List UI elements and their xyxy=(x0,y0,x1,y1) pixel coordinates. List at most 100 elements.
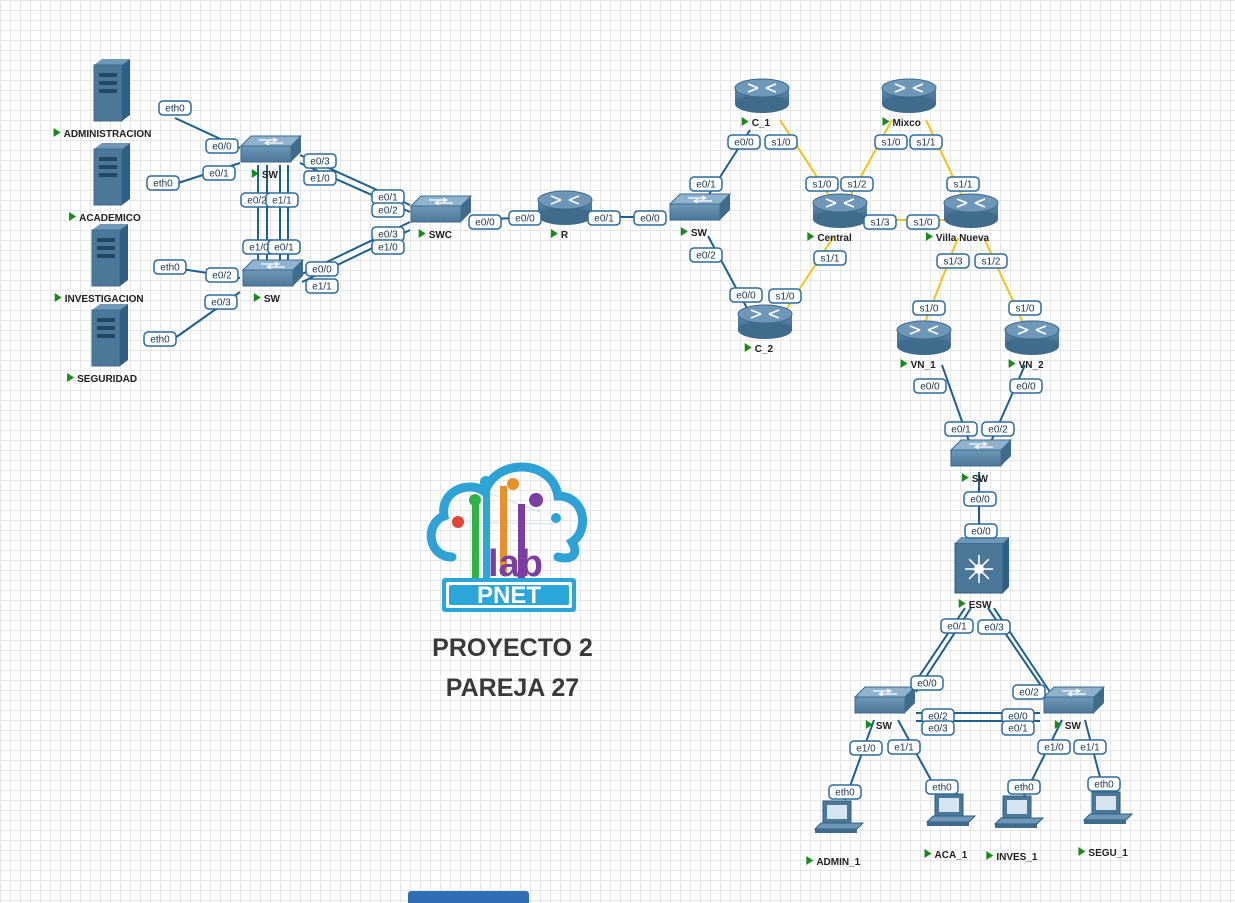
node-srv_acad[interactable]: ACADEMICO xyxy=(69,143,141,224)
interface-label[interactable]: e0/1 xyxy=(940,618,974,634)
interface-label[interactable]: e0/2 xyxy=(371,202,405,218)
node-r[interactable]: R xyxy=(537,190,593,241)
start-icon[interactable] xyxy=(806,856,814,865)
interface-label[interactable]: e0/0 xyxy=(633,210,667,226)
start-icon[interactable] xyxy=(865,720,873,729)
interface-label[interactable]: e0/3 xyxy=(921,720,955,736)
node-sw4[interactable]: SW xyxy=(949,439,1013,485)
interface-label[interactable]: s1/0 xyxy=(768,288,802,304)
interface-label[interactable]: e1/1 xyxy=(305,278,339,294)
interface-label[interactable]: s1/1 xyxy=(946,176,980,192)
interface-label[interactable]: e1/0 xyxy=(303,170,337,186)
start-icon[interactable] xyxy=(900,359,908,368)
interface-label[interactable]: e0/0 xyxy=(913,378,947,394)
interface-label[interactable]: s1/3 xyxy=(863,214,897,230)
interface-label[interactable]: e0/0 xyxy=(468,214,502,230)
interface-label[interactable]: eth0 xyxy=(158,100,192,116)
start-icon[interactable] xyxy=(807,232,815,241)
start-icon[interactable] xyxy=(882,117,890,126)
start-icon[interactable] xyxy=(958,599,966,608)
node-srv_seg[interactable]: SEGURIDAD xyxy=(67,304,137,385)
start-icon[interactable] xyxy=(1008,359,1016,368)
interface-label[interactable]: e0/0 xyxy=(508,210,542,226)
interface-label[interactable]: e0/0 xyxy=(305,261,339,277)
interface-label[interactable]: e0/0 xyxy=(964,523,998,539)
interface-label[interactable]: e0/2 xyxy=(205,267,239,283)
node-vn1[interactable]: VN_1 xyxy=(896,320,952,371)
node-esw[interactable]: ESW xyxy=(954,537,1009,611)
node-mixco[interactable]: Mixco xyxy=(881,78,937,129)
start-icon[interactable] xyxy=(251,169,259,178)
interface-label[interactable]: e0/0 xyxy=(729,287,763,303)
node-srv_admin[interactable]: ADMINISTRACION xyxy=(53,59,152,140)
interface-label[interactable]: eth0 xyxy=(828,784,862,800)
start-icon[interactable] xyxy=(69,212,77,221)
node-sw3[interactable]: SW xyxy=(668,193,732,239)
interface-label[interactable]: eth0 xyxy=(153,259,187,275)
node-sw6[interactable]: SW xyxy=(1042,686,1106,732)
start-icon[interactable] xyxy=(53,128,61,137)
start-icon[interactable] xyxy=(550,229,558,238)
node-vnueva[interactable]: Villa Nueva xyxy=(925,193,999,244)
interface-label[interactable]: e0/0 xyxy=(727,134,761,150)
node-swc[interactable]: SWC xyxy=(409,195,473,241)
start-icon[interactable] xyxy=(680,227,688,236)
interface-label[interactable]: s1/0 xyxy=(874,134,908,150)
interface-label[interactable]: eth0 xyxy=(1007,779,1041,795)
start-icon[interactable] xyxy=(925,232,933,241)
interface-label[interactable]: s1/0 xyxy=(1008,300,1042,316)
interface-label[interactable]: s1/2 xyxy=(974,253,1008,269)
start-icon[interactable] xyxy=(744,343,752,352)
interface-label[interactable]: e0/0 xyxy=(1009,378,1043,394)
start-icon[interactable] xyxy=(54,293,62,302)
interface-label[interactable]: e1/0 xyxy=(1037,739,1071,755)
interface-label[interactable]: s1/1 xyxy=(909,134,943,150)
node-sw5[interactable]: SW xyxy=(853,686,917,732)
interface-label[interactable]: s1/0 xyxy=(764,134,798,150)
interface-label[interactable]: e0/2 xyxy=(1012,684,1046,700)
start-icon[interactable] xyxy=(67,373,75,382)
node-central[interactable]: Central xyxy=(807,193,868,244)
interface-label[interactable]: s1/3 xyxy=(936,253,970,269)
interface-label[interactable]: e0/1 xyxy=(944,421,978,437)
interface-label[interactable]: e1/0 xyxy=(371,239,405,255)
interface-label[interactable]: eth0 xyxy=(146,175,180,191)
interface-label[interactable]: e0/1 xyxy=(267,239,301,255)
node-c1[interactable]: C_1 xyxy=(734,78,790,129)
node-sw1[interactable]: SW xyxy=(239,135,303,181)
interface-label[interactable]: e0/1 xyxy=(1001,720,1035,736)
start-icon[interactable] xyxy=(1054,720,1062,729)
interface-label[interactable]: s1/0 xyxy=(906,214,940,230)
interface-label[interactable]: e0/0 xyxy=(205,138,239,154)
interface-label[interactable]: e0/1 xyxy=(587,210,621,226)
node-sw2[interactable]: SW xyxy=(241,259,305,305)
interface-label[interactable]: s1/1 xyxy=(813,250,847,266)
start-icon[interactable] xyxy=(253,293,261,302)
interface-label[interactable]: e0/2 xyxy=(981,421,1015,437)
interface-label[interactable]: s1/2 xyxy=(840,176,874,192)
interface-label[interactable]: s1/0 xyxy=(912,300,946,316)
interface-label[interactable]: e0/3 xyxy=(977,619,1011,635)
interface-label[interactable]: e0/0 xyxy=(963,491,997,507)
interface-label[interactable]: e0/0 xyxy=(910,675,944,691)
interface-label[interactable]: e0/1 xyxy=(689,176,723,192)
interface-label[interactable]: e0/3 xyxy=(303,153,337,169)
interface-label[interactable]: e0/3 xyxy=(371,226,405,242)
start-icon[interactable] xyxy=(986,851,994,860)
node-aca1[interactable]: ACA_1 xyxy=(924,793,977,861)
interface-label[interactable]: e0/1 xyxy=(202,165,236,181)
node-segu1[interactable]: SEGU_1 xyxy=(1078,791,1134,859)
interface-label[interactable]: e0/1 xyxy=(371,189,405,205)
interface-label[interactable]: e1/1 xyxy=(265,192,299,208)
start-icon[interactable] xyxy=(924,849,932,858)
start-icon[interactable] xyxy=(961,473,969,482)
node-vn2[interactable]: VN_2 xyxy=(1004,320,1060,371)
interface-label[interactable]: e1/1 xyxy=(887,739,921,755)
interface-label[interactable]: e0/2 xyxy=(689,247,723,263)
interface-label[interactable]: eth0 xyxy=(1087,776,1121,792)
node-admin1[interactable]: ADMIN_1 xyxy=(806,800,865,868)
interface-label[interactable]: s1/0 xyxy=(805,176,839,192)
interface-label[interactable]: eth0 xyxy=(925,779,959,795)
interface-label[interactable]: e0/3 xyxy=(204,294,238,310)
